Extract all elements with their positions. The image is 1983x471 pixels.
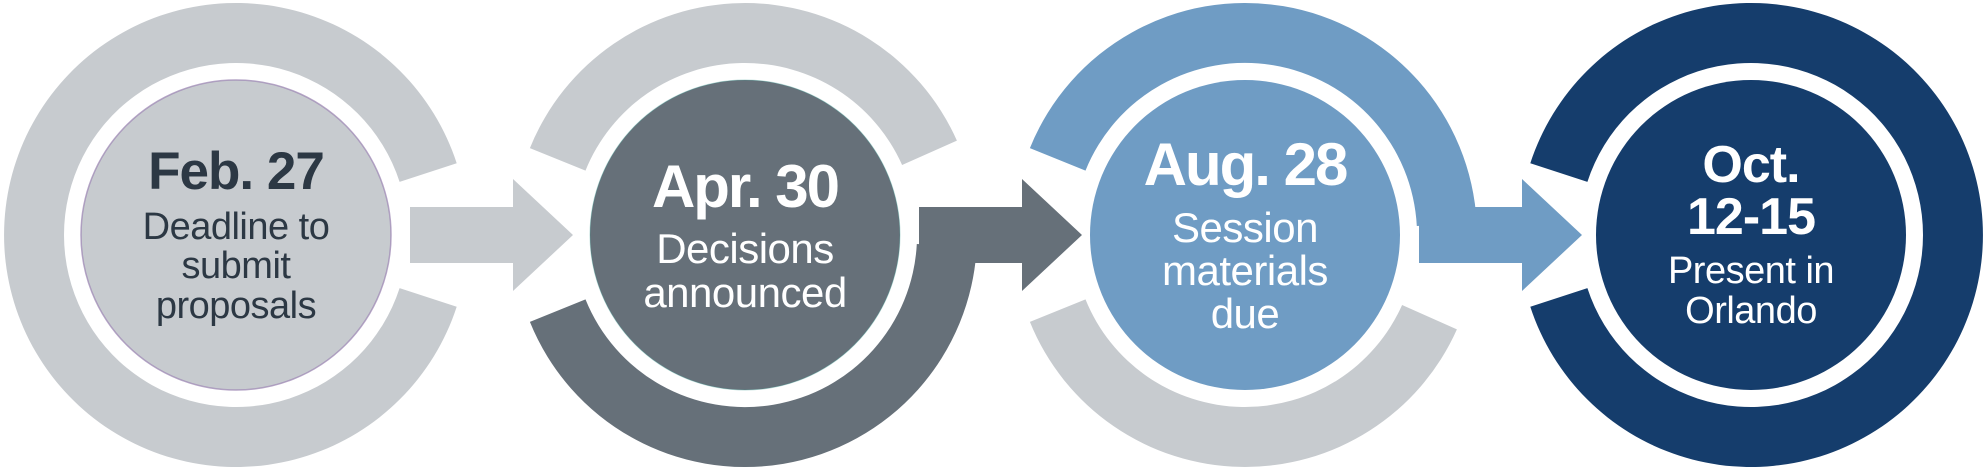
step-3-ring-top <box>1029 2 1477 226</box>
step-2-circle <box>589 79 901 391</box>
step-2-ring-bottom <box>529 244 977 468</box>
step-3-ring-bottom <box>1029 299 1457 467</box>
arrow-3-icon <box>1419 179 1582 291</box>
step-3-circle <box>1090 80 1400 390</box>
arrow-2-icon <box>919 179 1082 291</box>
step-2-ring-top <box>529 3 957 171</box>
step-1-circle <box>80 79 392 391</box>
step-4-circle <box>1596 80 1906 390</box>
arrow-1-icon <box>410 179 573 291</box>
